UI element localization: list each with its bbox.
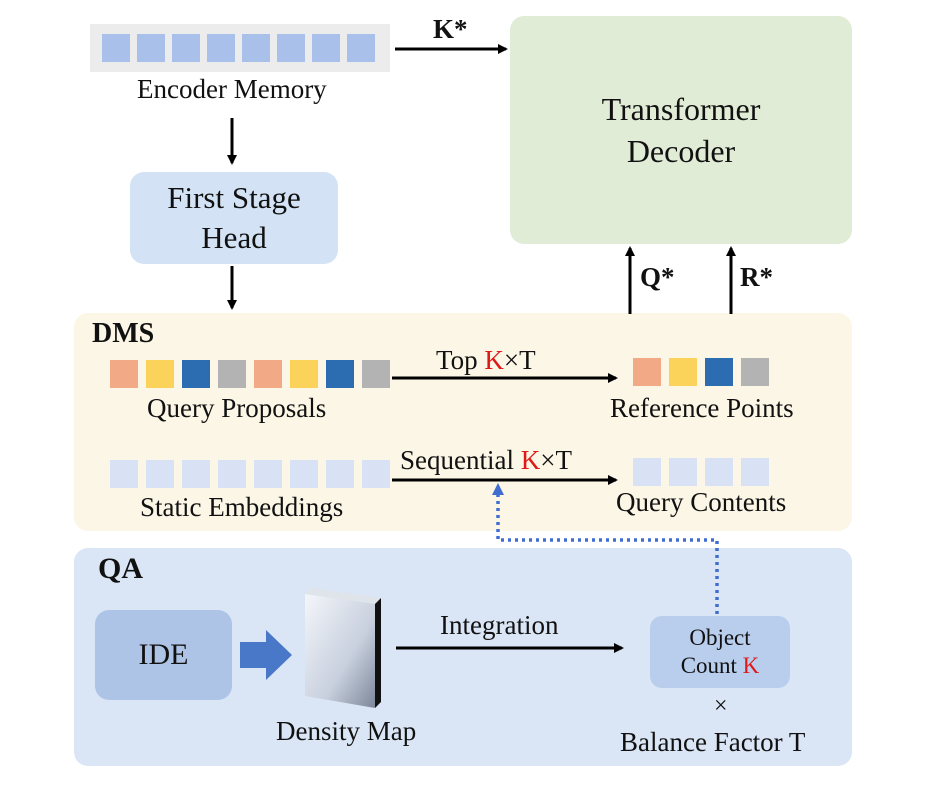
dms-panel [74, 313, 852, 531]
balance-factor-label: Balance Factor T [620, 727, 806, 757]
query-proposal-square [182, 360, 210, 388]
qa-title: QA [98, 552, 143, 585]
top-k: K [484, 345, 504, 375]
integration-label: Integration [440, 610, 559, 640]
query-content-square [705, 458, 733, 486]
top-times-t: ×T [503, 345, 536, 375]
static-embedding-square [326, 460, 354, 488]
static-embedding-square [362, 460, 390, 488]
sequential-prefix: Sequential [400, 445, 514, 475]
query-proposal-square [218, 360, 246, 388]
sequential-times-t: ×T [540, 445, 572, 475]
static-embeddings-label: Static Embeddings [140, 492, 344, 522]
object-count-box: Object Count K [650, 616, 790, 688]
query-proposal-square [290, 360, 318, 388]
object-count-line2-wrap: Count K [681, 652, 760, 680]
query-proposal-square [254, 360, 282, 388]
decoder-label-line1: Transformer [601, 91, 761, 127]
query-proposal-square [110, 360, 138, 388]
reference-point-square [741, 358, 769, 386]
static-embedding-square [218, 460, 246, 488]
reference-points-label: Reference Points [610, 393, 794, 423]
density-map-icon [305, 588, 381, 708]
times-symbol: × [714, 693, 728, 719]
encoder-memory-cell [137, 34, 165, 62]
static-embedding-square [182, 460, 210, 488]
query-proposal-square [326, 360, 354, 388]
first-stage-head: First Stage Head [130, 172, 338, 264]
encoder-memory-cell [277, 34, 305, 62]
query-proposals-label: Query Proposals [147, 393, 327, 423]
query-proposal-square [146, 360, 174, 388]
encoder-memory-label: Encoder Memory [137, 74, 327, 104]
reference-point-square [705, 358, 733, 386]
ide-to-density-arrow [240, 630, 292, 680]
reference-point-square [633, 358, 661, 386]
sequential-k: K [520, 445, 541, 475]
dms-title: DMS [92, 318, 155, 349]
query-content-square [669, 458, 697, 486]
first-stage-label-line1: First Stage [167, 180, 301, 215]
encoder-memory-cell [242, 34, 270, 62]
query-content-square [741, 458, 769, 486]
r-star-label: R* [740, 262, 773, 292]
query-proposal-square [362, 360, 390, 388]
static-embedding-square [110, 460, 138, 488]
k-star-label: K* [433, 14, 468, 44]
object-count-k: K [742, 653, 760, 678]
object-count-line2: Count [680, 653, 737, 678]
encoder-memory-cell [207, 34, 235, 62]
transformer-decoder: Transformer Decoder [510, 16, 852, 244]
static-embedding-square [254, 460, 282, 488]
first-stage-label-line2: Head [201, 220, 267, 255]
encoder-memory-cell [312, 34, 340, 62]
encoder-memory-cell [172, 34, 200, 62]
query-contents-label: Query Contents [616, 487, 787, 517]
ide-box: IDE [95, 610, 232, 700]
encoder-memory-cell [102, 34, 130, 62]
static-embedding-square [146, 460, 174, 488]
encoder-memory-cell [347, 34, 375, 62]
query-content-square [633, 458, 661, 486]
dotted-feedback-arrow [492, 483, 719, 614]
object-count-line1: Object [689, 625, 751, 650]
ide-label: IDE [138, 638, 189, 671]
density-map-label: Density Map [276, 716, 417, 746]
top-prefix: Top [436, 345, 478, 375]
sequential-k-t-label: Sequential K×T [400, 445, 572, 476]
decoder-label-line2: Decoder [626, 133, 736, 169]
static-embedding-square [290, 460, 318, 488]
top-k-t-label: Top K×T [436, 345, 536, 376]
reference-point-square [669, 358, 697, 386]
q-star-label: Q* [640, 262, 675, 292]
